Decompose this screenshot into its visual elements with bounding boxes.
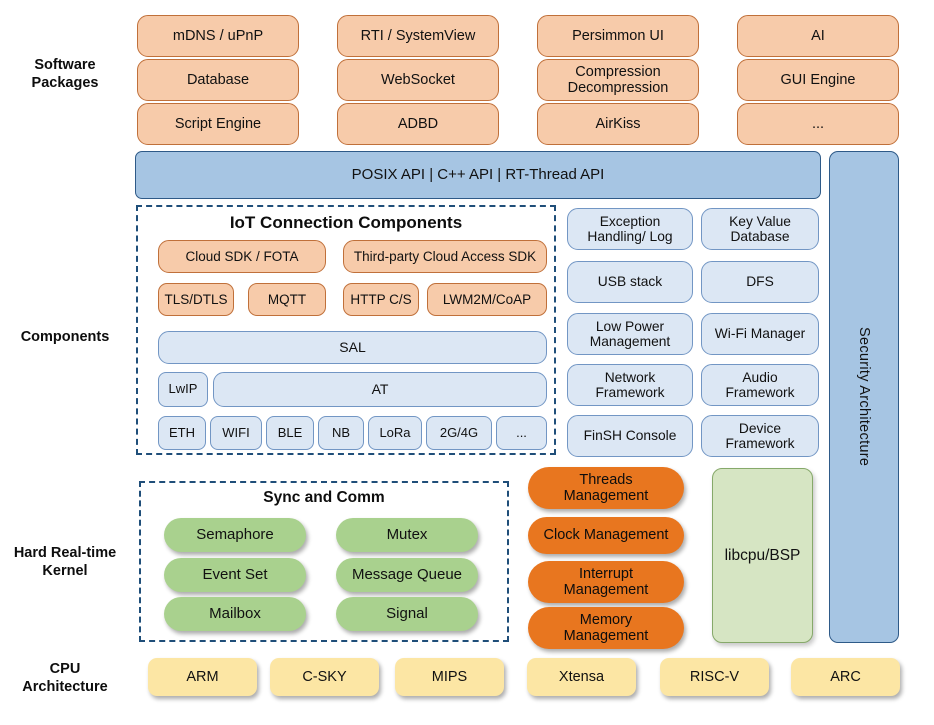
row-label-software-packages: Software Packages — [31, 56, 99, 91]
row-label-cpu: CPU Architecture — [22, 660, 108, 695]
row-label-kernel: Hard Real-time Kernel — [13, 544, 117, 579]
iot-group-title: IoT Connection Components — [229, 213, 463, 232]
iot-link-box[interactable]: NB — [318, 416, 364, 450]
package-box[interactable]: ... — [737, 103, 899, 145]
cpu-architecture-box[interactable]: C-SKY — [270, 658, 379, 696]
package-box[interactable]: Persimmon UI — [537, 15, 699, 57]
sync-box[interactable]: Mutex — [336, 518, 478, 552]
component-box[interactable]: FinSH Console — [567, 415, 693, 457]
cpu-architecture-box[interactable]: ARM — [148, 658, 257, 696]
package-box[interactable]: AirKiss — [537, 103, 699, 145]
cpu-architecture-box[interactable]: Xtensa — [527, 658, 636, 696]
component-box[interactable]: Network Framework — [567, 364, 693, 406]
sync-box[interactable]: Message Queue — [336, 558, 478, 592]
package-box[interactable]: ADBD — [337, 103, 499, 145]
component-box[interactable]: Key Value Database — [701, 208, 819, 250]
cpu-architecture-box[interactable]: ARC — [791, 658, 900, 696]
iot-link-box[interactable]: ETH — [158, 416, 206, 450]
management-box[interactable]: Clock Management — [528, 517, 684, 554]
component-box[interactable]: Audio Framework — [701, 364, 819, 406]
iot-link-box[interactable]: WIFI — [210, 416, 262, 450]
iot-protocol-box[interactable]: MQTT — [248, 283, 326, 316]
management-box[interactable]: Interrupt Management — [528, 561, 684, 603]
iot-connection-components-group — [136, 205, 556, 455]
iot-at-box[interactable]: AT — [213, 372, 547, 407]
security-architecture-label: Security Architecture — [856, 327, 873, 467]
component-box[interactable]: Exception Handling/ Log — [567, 208, 693, 250]
iot-protocol-box[interactable]: TLS/DTLS — [158, 283, 234, 316]
component-box[interactable]: DFS — [701, 261, 819, 303]
iot-link-box[interactable]: LoRa — [368, 416, 422, 450]
security-architecture-bar[interactable]: Security Architecture — [829, 151, 899, 643]
row-label-components: Components — [20, 328, 110, 345]
iot-sal-box[interactable]: SAL — [158, 331, 547, 364]
sync-box[interactable]: Mailbox — [164, 597, 306, 631]
iot-lwip-box[interactable]: LwIP — [158, 372, 208, 407]
component-box[interactable]: USB stack — [567, 261, 693, 303]
management-box[interactable]: Threads Management — [528, 467, 684, 509]
libcpu-bsp-box[interactable]: libcpu/BSP — [712, 468, 813, 643]
iot-protocol-box[interactable]: HTTP C/S — [343, 283, 419, 316]
sync-box[interactable]: Event Set — [164, 558, 306, 592]
sync-group-title: Sync and Comm — [263, 489, 385, 506]
package-box[interactable]: GUI Engine — [737, 59, 899, 101]
package-box[interactable]: Compression Decompression — [537, 59, 699, 101]
sync-box[interactable]: Semaphore — [164, 518, 306, 552]
package-box[interactable]: Script Engine — [137, 103, 299, 145]
component-box[interactable]: Wi-Fi Manager — [701, 313, 819, 355]
iot-thirdparty-cloud-box[interactable]: Third-party Cloud Access SDK — [343, 240, 547, 273]
package-box[interactable]: AI — [737, 15, 899, 57]
management-box[interactable]: Memory Management — [528, 607, 684, 649]
component-box[interactable]: Low Power Management — [567, 313, 693, 355]
iot-link-box[interactable]: 2G/4G — [426, 416, 492, 450]
iot-link-box[interactable]: ... — [496, 416, 547, 450]
component-box[interactable]: Device Framework — [701, 415, 819, 457]
iot-protocol-box[interactable]: LWM2M/CoAP — [427, 283, 547, 316]
iot-link-box[interactable]: BLE — [266, 416, 314, 450]
iot-cloud-sdk-box[interactable]: Cloud SDK / FOTA — [158, 240, 326, 273]
sync-box[interactable]: Signal — [336, 597, 478, 631]
api-bar[interactable]: POSIX API | C++ API | RT-Thread API — [135, 151, 821, 199]
cpu-architecture-box[interactable]: RISC-V — [660, 658, 769, 696]
cpu-architecture-box[interactable]: MIPS — [395, 658, 504, 696]
package-box[interactable]: RTI / SystemView — [337, 15, 499, 57]
sync-and-comm-group — [139, 481, 509, 642]
package-box[interactable]: WebSocket — [337, 59, 499, 101]
package-box[interactable]: mDNS / uPnP — [137, 15, 299, 57]
package-box[interactable]: Database — [137, 59, 299, 101]
